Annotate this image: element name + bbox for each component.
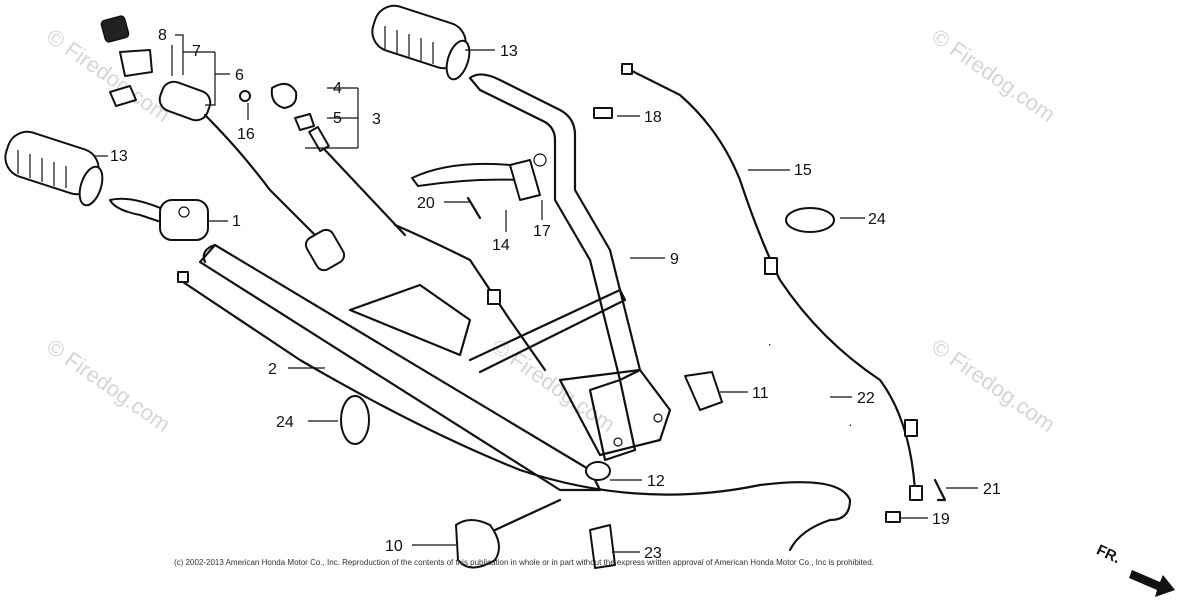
clamp-23 <box>589 524 616 569</box>
callout-7: 7 <box>192 43 201 60</box>
leader-lines <box>95 34 978 553</box>
callout-23: 23 <box>644 545 662 562</box>
clamp-right <box>785 207 835 233</box>
bolt-18 <box>593 107 613 119</box>
callout-16: 16 <box>237 126 255 143</box>
cover-11 <box>684 371 723 411</box>
callout-6: 6 <box>235 67 244 84</box>
handlebar-frame <box>198 73 672 492</box>
throttle-lever <box>109 197 209 241</box>
callout-21: 21 <box>983 481 1001 498</box>
grip-left <box>4 130 104 207</box>
callout-24-left: 24 <box>276 414 294 431</box>
callout-18: 18 <box>644 109 662 126</box>
callout-11: 11 <box>752 385 769 402</box>
arrow-icon <box>1129 570 1175 597</box>
copyright-notice: (c) 2002-2013 American Honda Motor Co., … <box>174 558 874 567</box>
callout-12: 12 <box>647 473 665 490</box>
callout-14: 14 <box>492 237 510 254</box>
watermark: © Firedog.com <box>487 334 620 437</box>
screw-19 <box>885 511 901 523</box>
center-cable <box>393 223 547 372</box>
callout-1: 1 <box>232 213 241 230</box>
switch-parts <box>100 15 153 107</box>
callout-9: 9 <box>670 251 679 268</box>
clutch-lever <box>411 153 547 201</box>
throttle-cable <box>621 63 923 501</box>
front-direction-arrow: FR. <box>1094 541 1175 597</box>
callout-19: 19 <box>932 511 950 528</box>
clamp-left <box>340 395 370 445</box>
callout-15: 15 <box>794 162 812 179</box>
screw-16 <box>239 90 251 102</box>
callout-13-left: 13 <box>110 148 128 165</box>
callout-8: 8 <box>158 27 167 44</box>
knob-bolt <box>455 498 562 569</box>
callout-13-top: 13 <box>500 43 518 60</box>
pin-20 <box>466 196 482 220</box>
nut-12 <box>585 461 611 481</box>
watermark: © Firedog.com <box>927 24 1060 127</box>
watermark: © Firedog.com <box>42 334 175 437</box>
stop-switch <box>158 80 346 272</box>
direction-label: FR. <box>1094 541 1123 567</box>
tube-22 <box>767 342 853 428</box>
callout-2: 2 <box>268 361 277 378</box>
clutch-cable <box>177 271 852 552</box>
watermark: © Firedog.com <box>927 334 1060 437</box>
callout-numbers: 13 13 1 2 3 4 5 6 7 8 9 10 11 12 14 15 1… <box>110 27 1001 562</box>
callout-17: 17 <box>533 223 551 240</box>
grip-top <box>371 4 471 81</box>
callout-22: 22 <box>857 390 875 407</box>
callout-3: 3 <box>372 111 381 128</box>
callout-10: 10 <box>385 538 403 555</box>
callout-5: 5 <box>333 110 342 127</box>
callout-24-right: 24 <box>868 211 886 228</box>
callout-20: 20 <box>417 195 435 212</box>
callout-4: 4 <box>333 80 342 97</box>
clip-21 <box>933 478 947 502</box>
adjuster-nuts <box>270 82 407 237</box>
